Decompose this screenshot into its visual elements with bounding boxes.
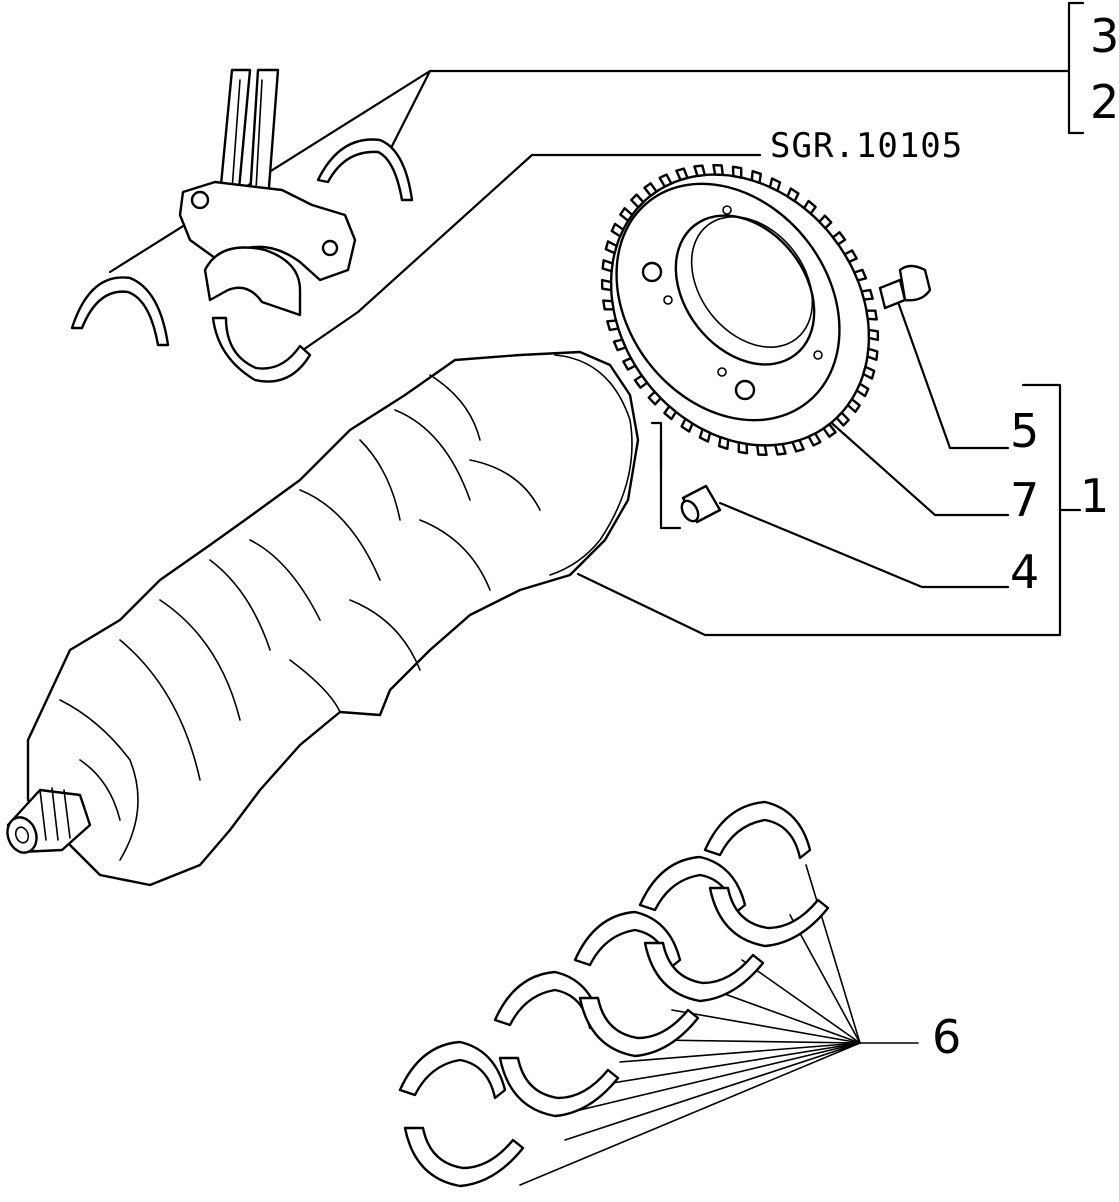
main-shell-lower [643,941,765,1003]
tooth [643,182,658,197]
tooth [807,432,822,447]
tone-wheel-teeth [600,163,880,457]
callout-6: 6 [932,1010,961,1064]
main-shell-upper [573,910,682,970]
callout-2: 2 [1090,75,1119,129]
tooth [717,435,730,451]
tooth [822,423,837,438]
tooth [750,169,763,185]
tooth [791,438,805,453]
tooth [693,164,706,178]
bolt [878,264,932,310]
leader-5 [896,300,1010,450]
leader-lines [108,1,1085,1186]
main-shell-lower [578,996,700,1058]
tooth [865,309,878,321]
leader-7 [824,416,1010,517]
main-shell-lower [498,1056,620,1118]
tooth [675,167,689,182]
tooth [622,356,637,371]
callout-4: 4 [1010,545,1039,599]
tooth [867,328,880,342]
tooth [619,207,634,223]
tooth [680,417,694,433]
tooth [698,428,712,443]
tooth [737,441,749,455]
tooth [630,193,645,209]
main-shell-upper [703,800,812,860]
main-shell-lower [708,886,830,948]
tooth [602,299,615,311]
callout-1: 1 [1080,469,1109,523]
tooth [843,249,858,264]
tooth [846,397,861,413]
tooth [818,214,833,230]
tooth [601,259,614,273]
tooth [755,443,768,457]
rod-bearing-shells [70,138,414,383]
tooth [731,165,743,179]
leader-sgr [298,153,762,354]
main-shell-lower [403,1126,525,1188]
dowel [680,484,722,524]
tooth [786,187,800,203]
main-shell-upper [638,855,747,915]
tone-wheel [600,163,880,457]
tooth [802,199,817,215]
tooth [831,231,847,246]
tooth [768,177,782,192]
tooth [647,390,662,406]
reference-code: SGR.10105 [770,126,963,166]
tooth [855,382,870,398]
connecting-rod [178,68,357,317]
callout-3: 3 [1090,9,1119,63]
tooth [604,240,618,255]
tooth [774,442,787,456]
tooth [835,411,850,427]
tooth [633,374,649,389]
tooth [712,163,725,177]
tooth [600,278,613,292]
leader-6-fan [519,864,919,1186]
tooth [663,405,678,421]
leader-2-3-upper-shell [388,69,432,152]
lower-rod-shell [70,276,170,347]
rod-cap-shell [211,316,312,383]
tooth [606,319,620,332]
tooth [866,347,879,361]
tooth [862,365,876,380]
leader-4 [718,501,1010,589]
tooth [610,222,625,238]
crankshaft [6,350,640,887]
tooth [612,338,627,352]
bracket-2-3 [1067,1,1085,135]
callout-7: 7 [1010,473,1039,527]
tooth [658,173,673,188]
tooth [853,268,868,282]
upper-rod-shell [316,138,414,202]
main-bearing-shells [398,800,830,1188]
tooth [860,288,874,301]
leader-crankshaft [576,572,1025,637]
main-shell-upper [398,1040,507,1100]
dowel-axis [650,421,682,530]
callout-5: 5 [1010,404,1039,458]
